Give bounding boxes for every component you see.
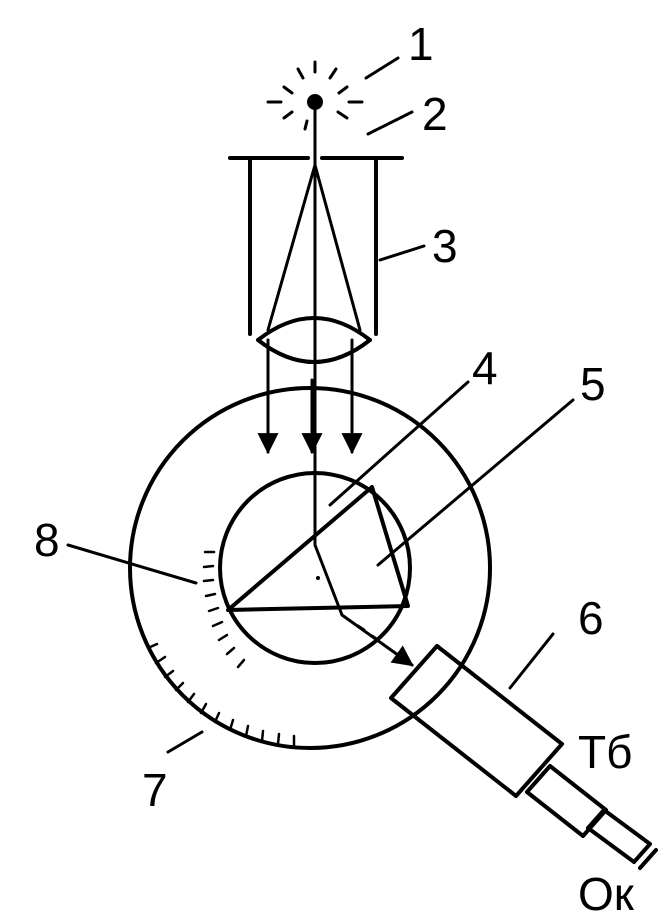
label-8: 8	[34, 514, 60, 566]
collimator-lens	[256, 316, 372, 364]
label-5: 5	[580, 358, 606, 410]
light-source	[266, 60, 364, 131]
collimator	[248, 156, 378, 364]
label-3: 3	[432, 220, 458, 272]
label-6: 6	[578, 592, 604, 644]
main-scale	[146, 642, 296, 748]
refracted-ray	[313, 543, 414, 667]
prism-table	[218, 471, 412, 665]
vernier-scale	[202, 550, 246, 669]
divided-circle	[128, 386, 492, 750]
eyepiece	[586, 808, 652, 864]
telescope	[389, 644, 658, 870]
label-tb: Тб	[578, 726, 632, 778]
label-1: 1	[408, 18, 434, 70]
label-ok: Ок	[578, 868, 635, 920]
table-center-mark	[316, 576, 320, 580]
label-2: 2	[422, 88, 448, 140]
label-4: 4	[472, 342, 498, 394]
label-7: 7	[142, 764, 168, 816]
parallel-beam	[257, 338, 363, 455]
light-point	[307, 94, 323, 110]
prism	[226, 485, 410, 612]
telescope-tube	[389, 644, 564, 798]
leader-lines	[66, 56, 575, 754]
